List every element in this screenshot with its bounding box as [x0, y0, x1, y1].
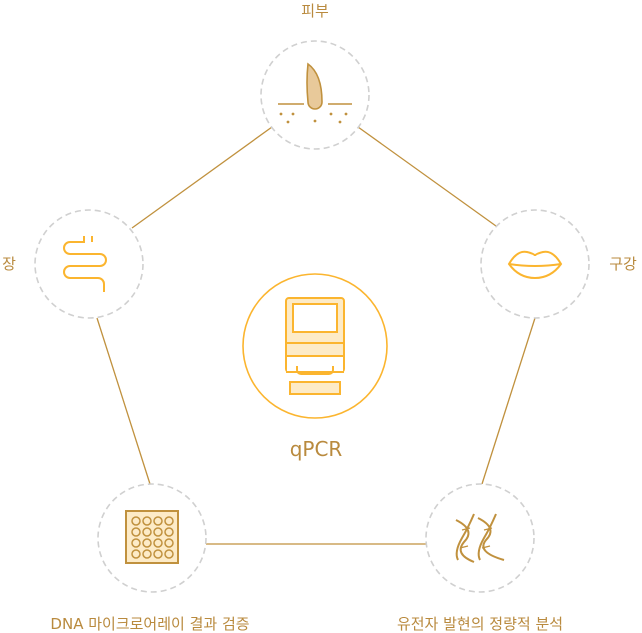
dna-icon — [455, 513, 505, 563]
line-microarray-gut — [96, 317, 151, 485]
node-label-gut: 장 — [2, 255, 16, 273]
microarray-well — [142, 527, 152, 537]
node-label-microarray: DNA 마이크로어레이 결과 검증 — [50, 615, 250, 633]
microarray-well — [153, 549, 163, 559]
node-label-skin: 피부 — [301, 2, 329, 20]
microarray-well — [131, 549, 141, 559]
microarray-well — [164, 516, 174, 526]
node-label-dna: 유전자 발현의 정량적 분석 — [396, 615, 564, 633]
microarray-well — [131, 527, 141, 537]
line-skin-mouth — [357, 126, 497, 227]
microarray-icon — [125, 510, 179, 564]
microarray-well — [153, 538, 163, 548]
connector-lines — [96, 126, 536, 545]
node-circle-dna — [425, 483, 535, 593]
microarray-well — [142, 516, 152, 526]
microarray-well — [142, 549, 152, 559]
microarray-well — [153, 527, 163, 537]
line-gut-skin — [131, 126, 273, 229]
microarray-well — [164, 527, 174, 537]
node-label-mouth: 구강 — [609, 255, 637, 273]
hair-follicle-icon — [278, 62, 352, 124]
node-circle-mouth — [480, 209, 590, 319]
qpcr-machine-icon — [285, 297, 345, 395]
lips-icon — [507, 250, 563, 280]
microarray-well — [131, 516, 141, 526]
microarray-well — [164, 538, 174, 548]
microarray-well — [153, 516, 163, 526]
line-mouth-dna — [481, 317, 536, 485]
microarray-well — [142, 538, 152, 548]
microarray-well — [131, 538, 141, 548]
node-circle-gut — [34, 209, 144, 319]
intestine-icon — [63, 236, 107, 292]
center-label: qPCR — [289, 437, 343, 461]
microarray-well — [164, 549, 174, 559]
